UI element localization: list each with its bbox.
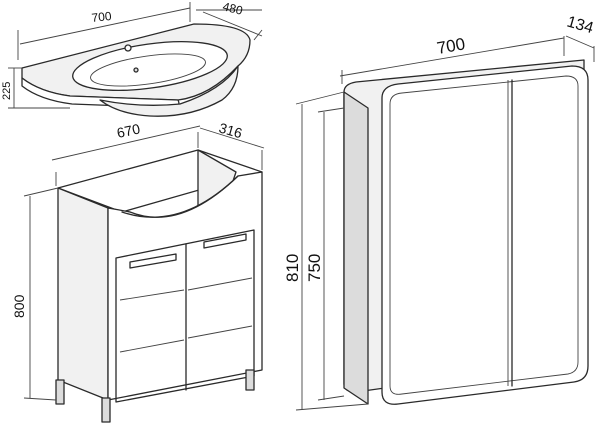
tap-hole xyxy=(124,44,132,52)
mirror-depth-label: 134 xyxy=(565,14,595,38)
mirror-height-outer-label: 810 xyxy=(283,254,302,282)
left-door-handle xyxy=(129,253,177,269)
drain-hole xyxy=(133,67,139,73)
basin-width-label: 700 xyxy=(91,9,113,25)
right-door-handle xyxy=(203,233,247,249)
mirror-height-inner-label: 750 xyxy=(305,254,324,282)
vanity-depth-label: 316 xyxy=(217,120,244,142)
leg-back-right xyxy=(245,369,255,391)
mirror-depth-dim xyxy=(565,35,595,49)
basin-depth-label: 480 xyxy=(221,0,244,18)
vanity-side xyxy=(57,187,109,401)
mirror-front xyxy=(381,65,589,405)
leg-front-right xyxy=(101,397,111,423)
basin-width-dim xyxy=(19,7,191,45)
basin-height-label: 225 xyxy=(1,82,13,100)
vanity-width-label: 670 xyxy=(115,120,141,141)
mirror-width-dim xyxy=(339,37,565,77)
basin-bowl xyxy=(72,41,228,91)
basin-depth-dim xyxy=(202,11,263,37)
vanity-height-label: 800 xyxy=(11,294,27,318)
basin-drawing: 700 480 225 xyxy=(1,0,263,117)
vanity-drawing: 670 316 800 xyxy=(11,120,265,423)
vanity-depth-dim xyxy=(199,127,265,149)
mirror-width-label: 700 xyxy=(435,34,466,58)
leg-front-left xyxy=(55,379,65,405)
basin-underbowl xyxy=(99,65,239,117)
vanity-width-dim xyxy=(51,125,201,161)
mirror-cabinet-drawing: 700 134 810 750 xyxy=(283,14,595,411)
